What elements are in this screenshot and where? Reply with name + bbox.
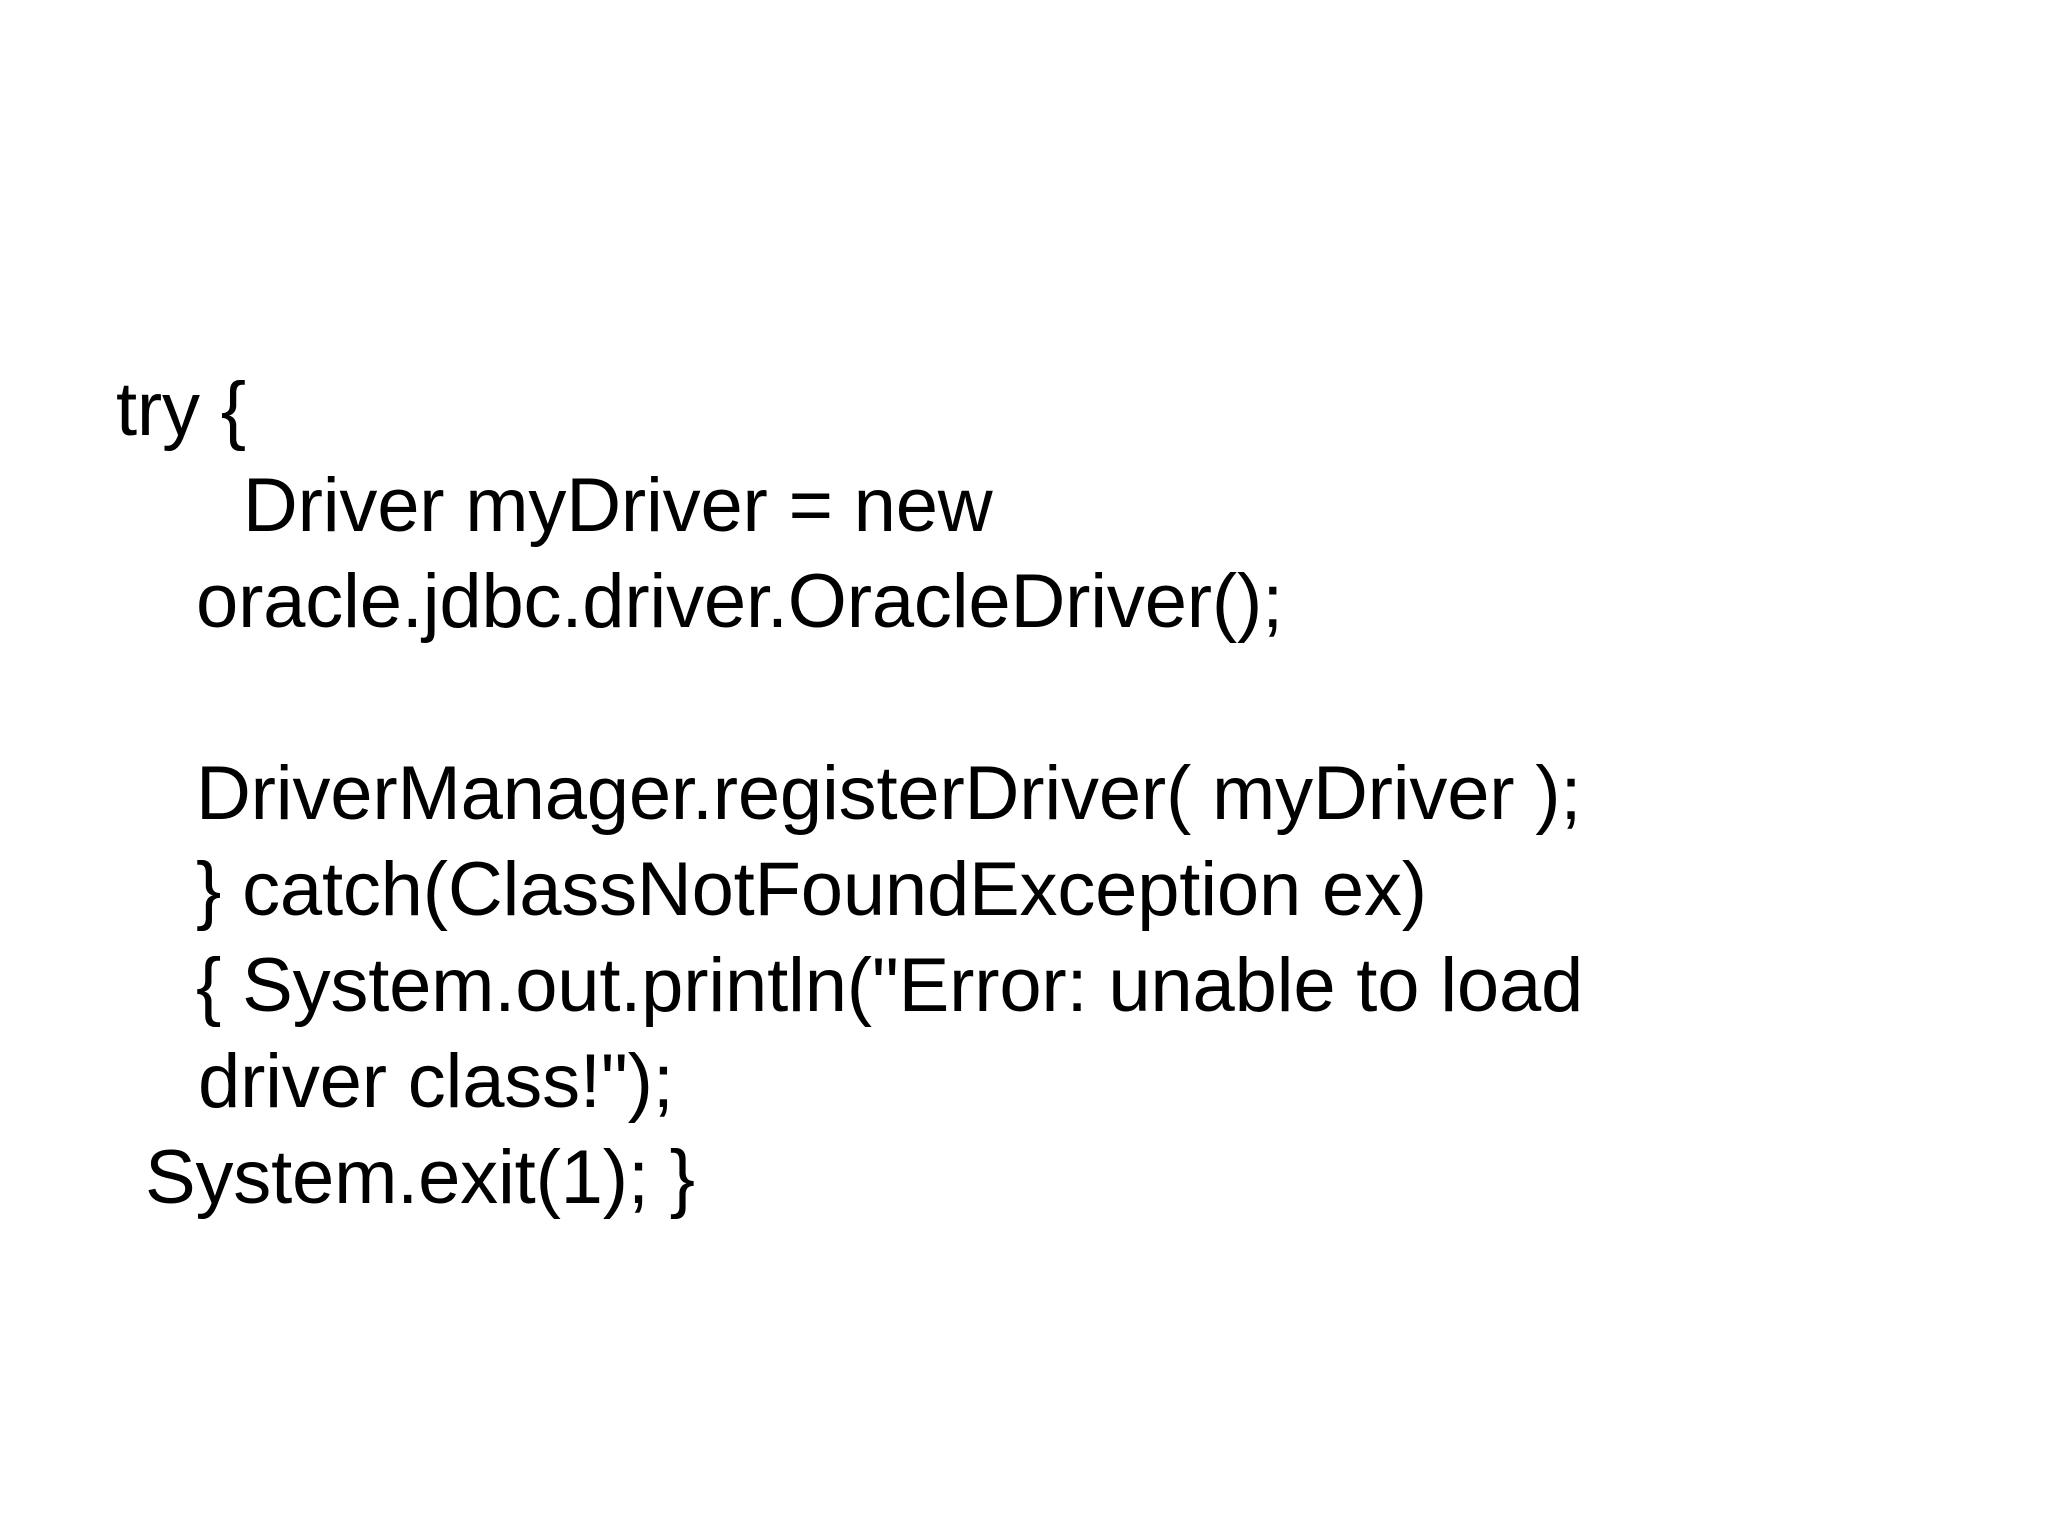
code-line: try { [116, 367, 246, 452]
code-line: DriverManager.registerDriver( myDriver )… [196, 751, 1582, 836]
code-line: oracle.jdbc.driver.OracleDriver(); [196, 559, 1284, 644]
code-line: driver class!"); [198, 1039, 674, 1124]
code-line: } catch(ClassNotFoundException ex) [196, 847, 1427, 932]
code-line: System.exit(1); } [145, 1135, 695, 1220]
code-line: Driver myDriver = new [222, 463, 993, 548]
code-line-blank [0, 650, 2048, 746]
code-block: try { Driver myDriver = new oracle.jdbc.… [0, 362, 2048, 1226]
code-line: { System.out.println("Error: unable to l… [196, 943, 1584, 1028]
